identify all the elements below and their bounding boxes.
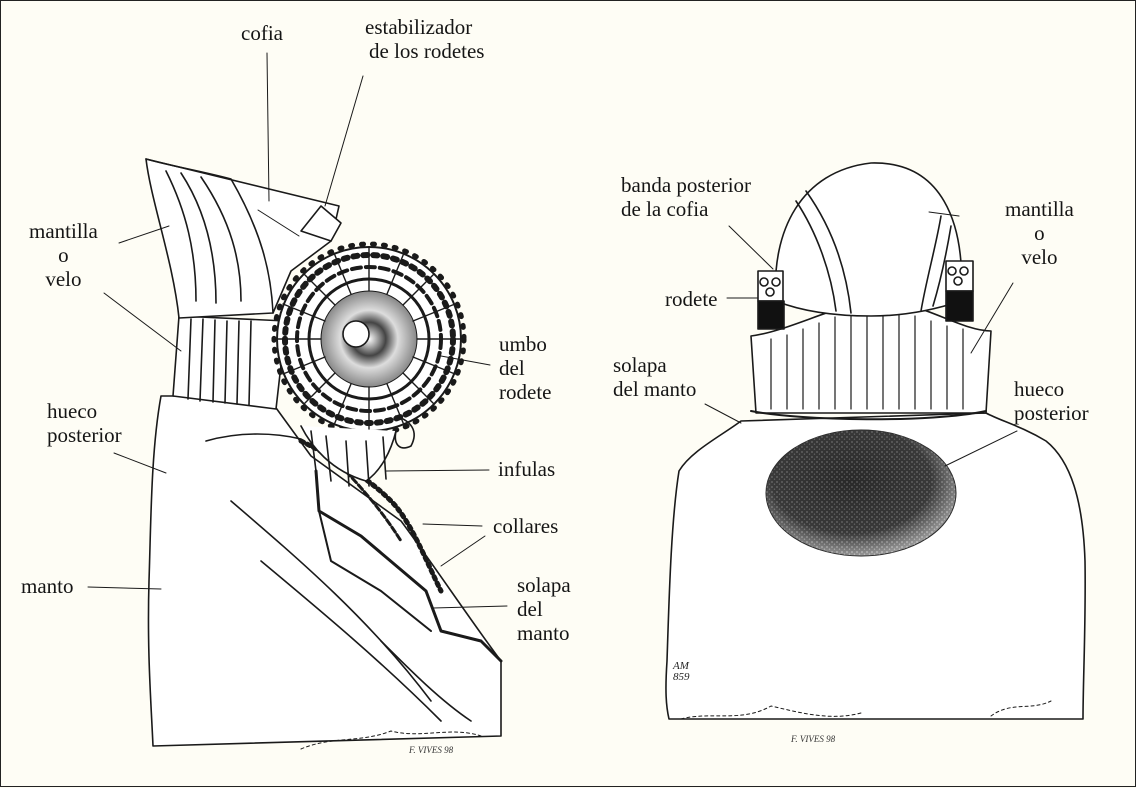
- label-cofia: cofia: [241, 21, 283, 45]
- label-solapa-right: solapa del manto: [613, 353, 696, 401]
- label-solapa-left: solapa del manto: [517, 573, 571, 645]
- inventory-number: AM 859: [673, 661, 690, 683]
- label-collares: collares: [493, 514, 558, 538]
- signature-left: F. VIVES 98: [409, 745, 453, 755]
- signature-right: F. VIVES 98: [791, 734, 835, 744]
- label-umbo: umbo del rodete: [499, 332, 551, 404]
- label-banda-posterior: banda posterior de la cofia: [621, 173, 751, 221]
- label-mantilla-right: mantilla o velo: [1005, 197, 1074, 269]
- label-hueco-right: hueco posterior: [1014, 377, 1089, 425]
- label-estabilizador: estabilizador de los rodetes: [365, 15, 484, 63]
- label-infulas: infulas: [498, 457, 555, 481]
- left-figure-drawing: [88, 53, 507, 749]
- label-rodete: rodete: [665, 287, 717, 311]
- label-mantilla-left: mantilla o velo: [29, 219, 98, 291]
- label-hueco-left: hueco posterior: [47, 399, 122, 447]
- label-manto: manto: [21, 574, 74, 598]
